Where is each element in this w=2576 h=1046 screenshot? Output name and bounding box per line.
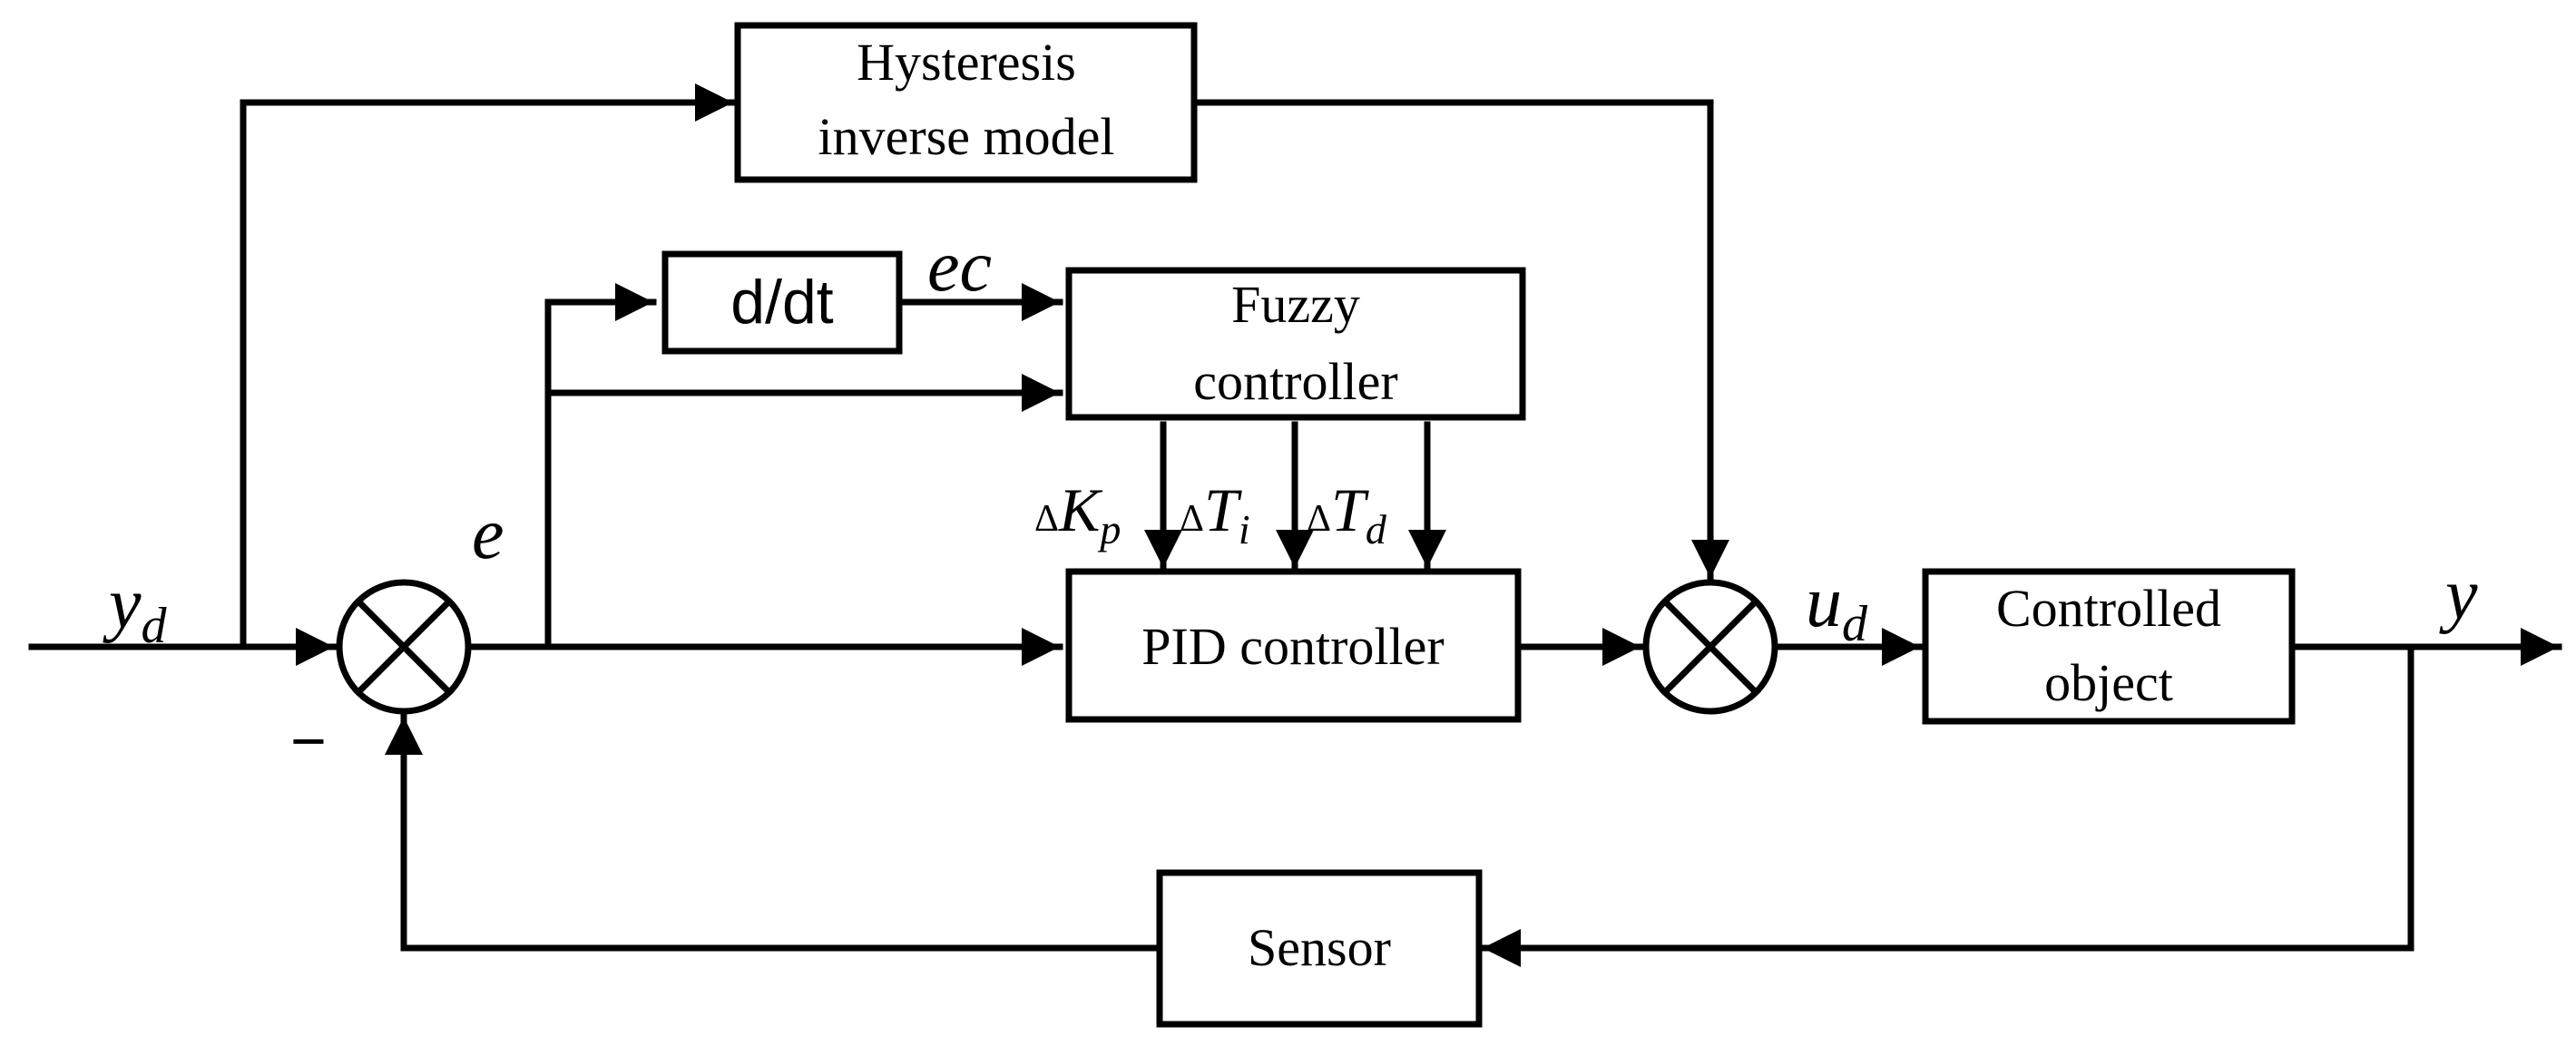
fuzzy-controller-block (1065, 267, 1526, 421)
delta-ti-sub: i (1239, 506, 1250, 552)
summing-junction-error (336, 579, 472, 715)
feedback-sign: − (290, 707, 327, 776)
pid-controller-block (1065, 568, 1522, 723)
sensor-label: Sensor (1248, 918, 1391, 977)
delta-td-label: ΔTd (1307, 475, 1387, 552)
sensor-block (1156, 869, 1483, 1028)
wire-hysteresis-to-sum2 (1194, 99, 1729, 582)
hysteresis-label-line1: Hysteresis (857, 33, 1076, 92)
delta-ti-delta: Δ (1180, 498, 1204, 540)
control-signal-label: ud (1806, 562, 1868, 652)
reference-sub: d (142, 598, 168, 654)
delta-kp-label: ΔKp (1034, 475, 1121, 552)
derivative-block (661, 250, 903, 355)
wire-error-to-derivative (544, 283, 657, 650)
wire-sensor-to-sum1 (385, 713, 1160, 952)
delta-ti-label: ΔTi (1180, 475, 1250, 552)
summing-junction-control (1642, 579, 1778, 715)
plant-label-line1: Controlled (1996, 579, 2221, 638)
control-base: u (1806, 562, 1842, 642)
delta-kp-delta: Δ (1034, 498, 1059, 540)
fuzzy-label-line2: controller (1193, 352, 1397, 411)
reference-base: y (103, 564, 142, 644)
output-signal-label: y (2439, 555, 2478, 635)
delta-kp-base: K (1058, 475, 1103, 544)
hysteresis-inverse-model-block (734, 22, 1198, 183)
delta-kp-sub: p (1097, 506, 1121, 552)
error-signal-label: e (472, 494, 504, 574)
controlled-object-block (1922, 568, 2296, 725)
control-sub: d (1842, 596, 1868, 652)
delta-td-base: T (1331, 475, 1369, 544)
error-change-label: ec (927, 227, 992, 307)
wire-feedforward-to-hysteresis (240, 83, 737, 650)
wire-output-to-sensor (1479, 643, 2414, 967)
pid-label: PID controller (1141, 617, 1444, 676)
reference-signal-label: yd (103, 564, 168, 654)
plant-label-line2: object (2044, 653, 2173, 712)
delta-td-sub: d (1366, 506, 1387, 552)
delta-ti-base: T (1204, 475, 1242, 544)
derivative-label: d/dt (730, 268, 834, 337)
fuzzy-label-line1: Fuzzy (1231, 275, 1360, 334)
delta-td-delta: Δ (1307, 498, 1331, 540)
hysteresis-label-line2: inverse model (818, 107, 1115, 166)
